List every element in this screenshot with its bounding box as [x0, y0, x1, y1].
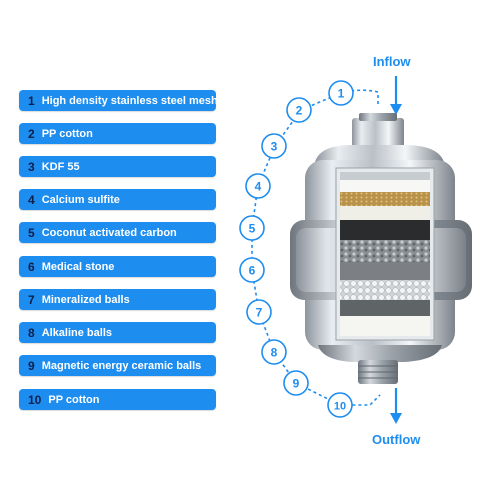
inflow-label: Inflow — [373, 54, 411, 69]
layer-label-2: 2 PP cotton — [19, 123, 216, 144]
marker-7: 7 — [246, 299, 272, 325]
layer-text: Coconut activated carbon — [41, 226, 177, 239]
layer-number: 2 — [28, 126, 35, 141]
layer-number: 10 — [28, 392, 42, 407]
layer-swatch-pp-cotton — [340, 180, 430, 192]
layer-swatch-mineral-balls — [340, 262, 430, 280]
layer-swatch-medical-stone — [340, 240, 430, 262]
layer-text: High density stainless steel mesh — [41, 94, 218, 107]
marker-10: 10 — [327, 392, 353, 418]
layer-number: 6 — [28, 259, 35, 274]
marker-4: 4 — [245, 173, 271, 199]
marker-number: 10 — [334, 401, 346, 413]
layer-text: Calcium sulfite — [41, 193, 120, 206]
layer-swatch-alkaline-balls — [340, 280, 430, 300]
marker-9: 9 — [283, 370, 309, 396]
marker-number: 5 — [249, 222, 256, 236]
layer-label-5: 5 Coconut activated carbon — [19, 222, 216, 243]
layer-swatch-steel-mesh — [340, 172, 430, 180]
marker-number: 8 — [271, 346, 278, 360]
layer-number: 8 — [28, 325, 35, 340]
marker-number: 3 — [271, 140, 278, 154]
layer-label-1: 1 High density stainless steel mesh — [19, 90, 218, 111]
layer-label-3: 3 KDF 55 — [19, 156, 216, 177]
layer-text: Mineralized balls — [41, 293, 130, 306]
filter-cutaway — [335, 167, 435, 341]
layer-swatch-kdf — [340, 192, 430, 206]
layer-swatch-ceramic-balls — [340, 300, 430, 316]
marker-number: 9 — [293, 377, 300, 391]
layer-number: 7 — [28, 292, 35, 307]
layer-number: 1 — [28, 93, 35, 108]
layer-label-10: 10 PP cotton — [19, 389, 216, 410]
layer-label-9: 9 Magnetic energy ceramic balls — [19, 355, 216, 376]
marker-number: 4 — [255, 180, 262, 194]
layer-text: KDF 55 — [41, 160, 80, 173]
layer-text: PP cotton — [48, 393, 100, 406]
marker-8: 8 — [261, 339, 287, 365]
layer-swatch-carbon — [340, 220, 430, 240]
layer-number: 4 — [28, 192, 35, 207]
layer-label-4: 4 Calcium sulfite — [19, 189, 216, 210]
layer-text: Medical stone — [41, 260, 115, 273]
marker-2: 2 — [286, 97, 312, 123]
layer-number: 3 — [28, 159, 35, 174]
layer-label-8: 8 Alkaline balls — [19, 322, 216, 343]
layer-text: Magnetic energy ceramic balls — [41, 359, 202, 372]
marker-number: 2 — [296, 104, 303, 118]
marker-number: 1 — [338, 87, 345, 101]
marker-number: 7 — [256, 306, 263, 320]
outflow-arrow-icon — [390, 388, 402, 424]
marker-3: 3 — [261, 133, 287, 159]
layer-number: 5 — [28, 225, 35, 240]
layer-text: PP cotton — [41, 127, 93, 140]
marker-1: 1 — [328, 80, 354, 106]
marker-number: 6 — [249, 264, 256, 278]
layer-swatch-pp-cotton-bottom — [340, 316, 430, 336]
layer-label-7: 7 Mineralized balls — [19, 289, 216, 310]
inlet-cap — [352, 118, 404, 148]
layer-label-6: 6 Medical stone — [19, 256, 216, 277]
marker-6: 6 — [239, 257, 265, 283]
outflow-label: Outflow — [372, 432, 421, 447]
layer-text: Alkaline balls — [41, 326, 112, 339]
marker-5: 5 — [239, 215, 265, 241]
layer-number: 9 — [28, 358, 35, 373]
shower-filter-image — [290, 113, 472, 384]
layer-swatch-calcium-sulfite — [340, 206, 430, 220]
inflow-arrow-icon — [390, 76, 402, 115]
